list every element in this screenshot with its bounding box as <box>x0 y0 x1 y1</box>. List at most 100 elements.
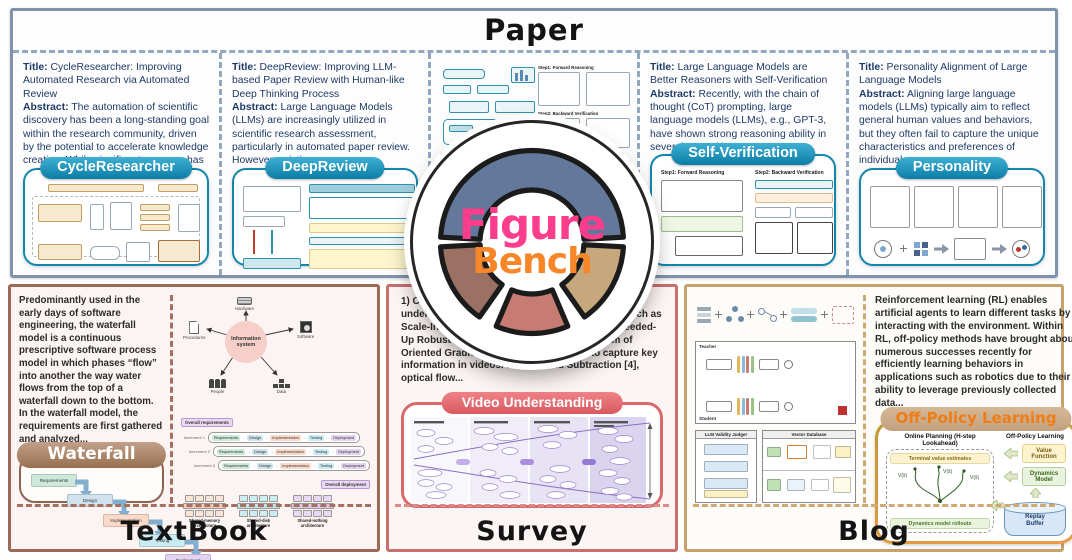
title-label: Title: <box>232 62 257 73</box>
bubble <box>790 315 817 322</box>
flow-box <box>755 180 833 190</box>
value-label: V(ŝ) <box>970 475 980 481</box>
bar <box>525 75 528 81</box>
textbook-divider <box>17 504 371 507</box>
software-node: Software <box>297 321 314 339</box>
paper-title-text: Title: DeepReview: Improving LLM-based P… <box>232 61 418 101</box>
blog-right-column: Reinforcement learning (RL) enables arti… <box>863 295 1072 544</box>
trainable-adapter-legend <box>838 406 847 416</box>
step1-label: Step1: Forward Reasoning <box>538 65 594 70</box>
cell <box>922 241 928 248</box>
flow-box <box>38 243 82 260</box>
document-icon <box>189 321 200 334</box>
arrow: → <box>269 449 274 454</box>
output-node <box>783 359 793 369</box>
stage-pill: Requirements <box>211 434 241 441</box>
flow-box <box>755 207 791 219</box>
abstract-label: Abstract: <box>650 88 696 100</box>
abstract-label: Abstract: <box>232 101 278 113</box>
judger-body <box>696 439 756 502</box>
row <box>289 495 336 502</box>
textbook-content: Predominantly used in the early days of … <box>17 295 372 560</box>
segment-bottom-left <box>438 242 505 320</box>
alignment-grid-icon <box>914 241 929 257</box>
paper-title-value: Personality Alignment of Large Language … <box>859 62 1028 87</box>
paper-column-deepreview: Title: DeepReview: Improving LLM-based P… <box>219 53 428 275</box>
bar <box>697 306 711 311</box>
textbook-right-column: Information system Hardware Procedures S… <box>169 295 372 527</box>
stage-pill: Deployment <box>331 434 356 441</box>
arrow: → <box>307 449 312 454</box>
person <box>208 379 214 388</box>
modality-stack-icon <box>697 306 711 323</box>
panel <box>914 185 954 228</box>
graph-icon <box>757 306 777 324</box>
timeline-figure <box>410 417 653 504</box>
paper-column-personality: Title: Personality Alignment of Large La… <box>846 53 1055 275</box>
paper-title-value: Large Language Models are Better Reasone… <box>650 62 828 87</box>
flow-box <box>477 85 509 94</box>
red-arrow <box>253 229 255 254</box>
waterfall-stage: Requirements <box>31 474 77 488</box>
flow-box <box>309 222 415 233</box>
waterfall-card: Waterfall Requirements Design Implementa… <box>17 442 211 560</box>
flow-box <box>755 222 793 255</box>
flow-box <box>158 183 198 192</box>
row <box>235 495 282 502</box>
increment-row: Increment 1 Requirements→Design→Implemen… <box>181 432 370 443</box>
target-box-icon <box>831 305 854 324</box>
stage-pill: Implementation <box>280 462 311 469</box>
node-label: Procedures <box>182 335 206 340</box>
video-understanding-card: Video Understanding <box>401 392 663 509</box>
title-label: Title: <box>859 62 884 73</box>
up-block-arrow <box>1029 488 1041 499</box>
paper-title-value: DeepReview: Improving LLM-based Paper Re… <box>232 62 405 100</box>
increment-row: Increment 3 Requirements→Design→Implemen… <box>191 460 370 471</box>
cd-hole <box>303 325 310 331</box>
block <box>787 479 805 492</box>
architecture-caption: Shared-disk architecture <box>246 518 271 528</box>
node-box <box>312 510 322 517</box>
survey-divider <box>395 504 669 507</box>
abstract-label: Abstract: <box>23 101 69 113</box>
node-label: Data <box>276 389 287 394</box>
node-box <box>292 510 302 517</box>
replay-buffer-cylinder: Replay Buffer <box>1003 502 1067 537</box>
badge-waterfall: Waterfall <box>17 442 166 469</box>
off-policy-column: Off-Policy Learning Value Function Dynam… <box>1003 433 1067 537</box>
plus-icon <box>900 244 907 252</box>
bar <box>746 397 749 415</box>
student-label: Student <box>699 416 717 422</box>
stage-pill: Testing <box>317 462 335 469</box>
increment-pipeline: Requirements→Design→Implementation→Testi… <box>217 460 370 471</box>
flow-box <box>243 185 301 212</box>
node-label: Hardware <box>234 306 254 311</box>
teal-arrow <box>271 229 273 254</box>
dot <box>1022 244 1027 250</box>
node <box>769 314 777 322</box>
bar <box>737 355 740 373</box>
row <box>235 510 282 517</box>
terminal-value-estimates: Terminal value estimates <box>890 453 990 465</box>
arrow: → <box>330 449 335 454</box>
bar <box>741 397 745 415</box>
online-planning-header: Online Planning (H-step Lookahead) <box>904 432 976 448</box>
block <box>704 490 748 498</box>
arrow: → <box>302 435 307 440</box>
flow-box <box>675 236 743 257</box>
increment-label: Increment 1 <box>183 435 205 440</box>
blog-content: Teacher Student <box>695 295 1072 544</box>
node-box <box>302 495 312 502</box>
layer-bars <box>737 355 754 373</box>
value-function-row: Value Function <box>1004 444 1066 464</box>
value-function-box: Value Function <box>1022 444 1066 464</box>
flow-box <box>755 193 833 204</box>
hardware-node: Hardware <box>235 297 254 311</box>
architecture-caption: Shared-nothing architecture <box>297 518 328 528</box>
waterfall-stage: Deployment <box>165 554 211 560</box>
plus-icon <box>820 311 828 319</box>
panel <box>1002 185 1042 228</box>
people-node: People <box>208 379 226 394</box>
bar <box>737 397 740 415</box>
